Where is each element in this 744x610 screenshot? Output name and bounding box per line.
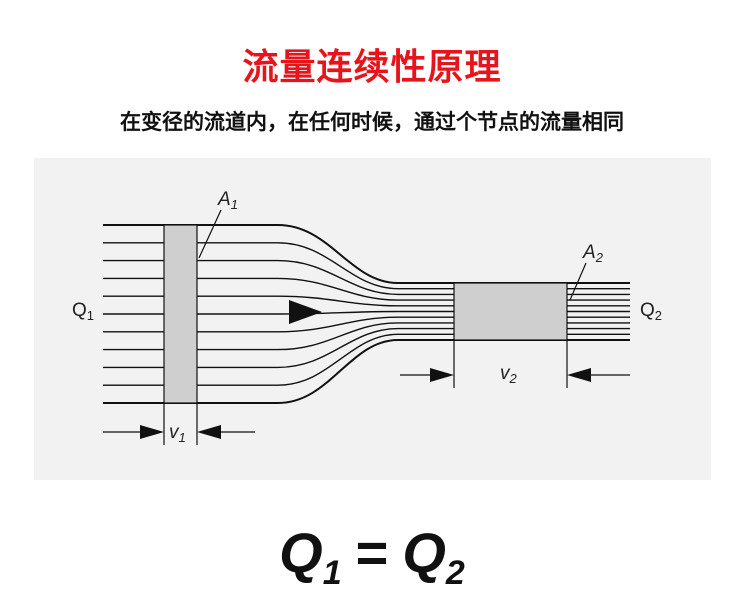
label-a1: A1 xyxy=(217,189,238,212)
channel-wall xyxy=(103,224,630,284)
streamline xyxy=(103,242,630,290)
streamline xyxy=(103,322,630,351)
streamline xyxy=(103,277,630,301)
streamline xyxy=(103,310,630,315)
streamline xyxy=(103,333,630,386)
equation-operator: = xyxy=(355,521,389,584)
equation-left: Q1 xyxy=(279,521,342,592)
label-v2: v2 xyxy=(500,363,518,386)
channel-wall xyxy=(103,339,630,404)
label-a2: A2 xyxy=(582,242,604,265)
flow-direction-arrow xyxy=(289,300,322,324)
continuity-equation: Q1=Q2 xyxy=(0,520,744,593)
page-title: 流量连续性原理 xyxy=(242,47,502,88)
a2-leader-line xyxy=(569,262,587,301)
page-subtitle: 在变径的流道内，在任何时候，通过个节点的流量相同 xyxy=(120,109,624,134)
streamline xyxy=(103,295,630,307)
a1-leader-line xyxy=(198,209,222,259)
streamline xyxy=(103,316,630,333)
cross-section-a1 xyxy=(163,224,198,404)
label-v1: v1 xyxy=(169,422,186,445)
equation-right: Q2 xyxy=(402,521,465,592)
streamline xyxy=(103,327,630,369)
v2-dimension xyxy=(400,340,630,388)
streamline xyxy=(103,259,630,296)
label-q2: Q2 xyxy=(640,300,662,323)
label-q1: Q1 xyxy=(72,300,94,323)
cross-section-a2 xyxy=(453,282,568,341)
streamlines xyxy=(103,224,630,404)
v1-dimension xyxy=(103,403,255,445)
